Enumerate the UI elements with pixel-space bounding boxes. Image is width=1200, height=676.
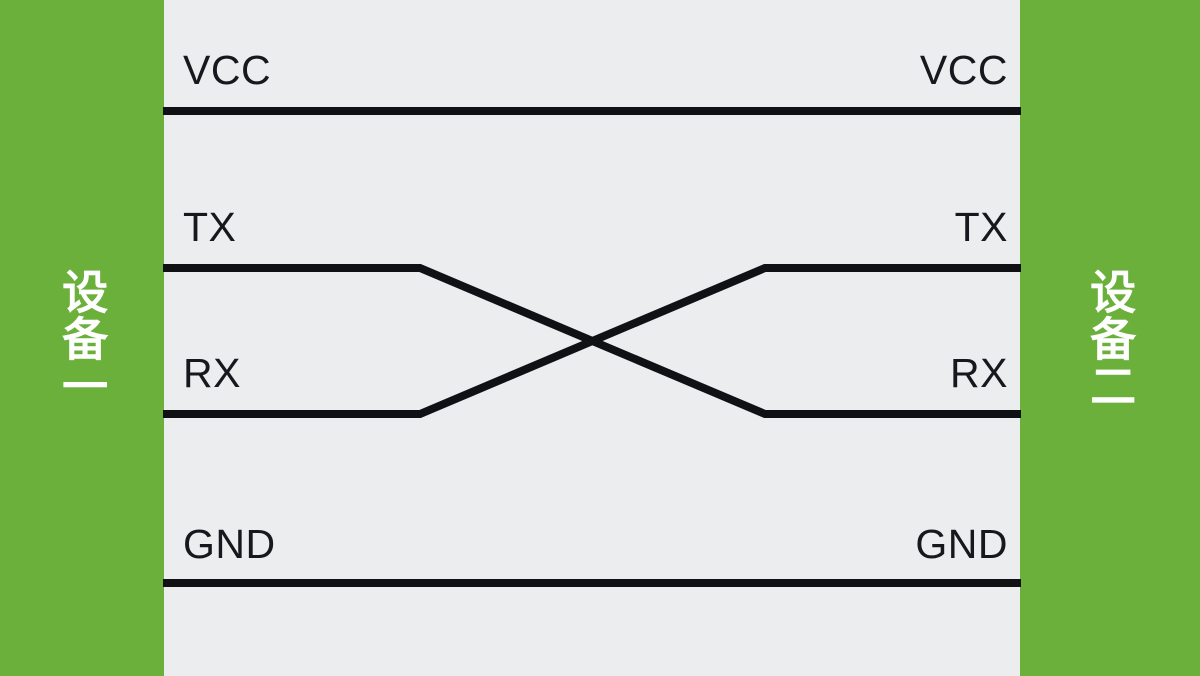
pin-label-right-rx: RX xyxy=(950,350,1008,396)
wire-tx-to-rx xyxy=(163,264,1021,418)
wire-rx-to-tx xyxy=(163,264,1021,418)
pin-label-left-gnd: GND xyxy=(183,521,276,567)
pin-label-left-rx: RX xyxy=(183,350,241,396)
pin-label-left-vcc: VCC xyxy=(183,47,272,93)
device-block-left: 设备一 xyxy=(0,0,164,676)
device-block-right: 设备二 xyxy=(1020,0,1200,676)
pin-label-left-tx: TX xyxy=(183,204,237,250)
device-left-label: 设备一 xyxy=(56,267,109,409)
pin-label-right-gnd: GND xyxy=(915,521,1008,567)
pin-label-right-vcc: VCC xyxy=(919,47,1008,93)
device-right-label: 设备二 xyxy=(1084,267,1137,409)
pin-label-right-tx: TX xyxy=(954,204,1008,250)
